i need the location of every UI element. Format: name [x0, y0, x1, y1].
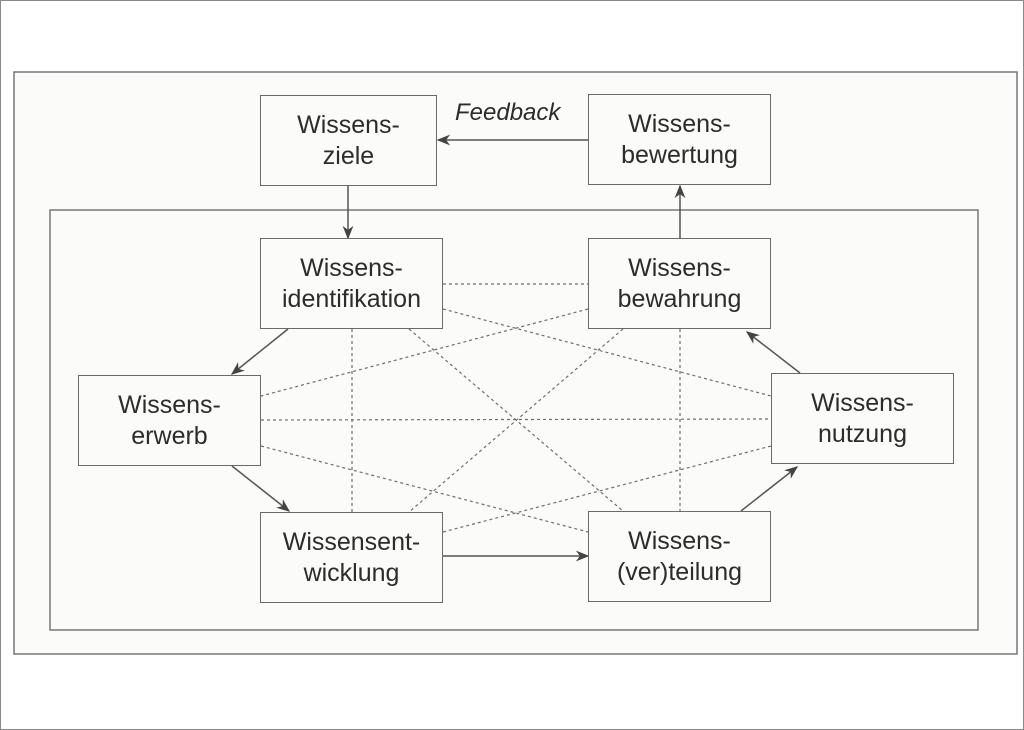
arrow-erwerb-to-entwicklung: [231, 465, 291, 512]
inner-frame: [49, 209, 979, 631]
solid-arrows: [230, 134, 801, 562]
dashed-link-entwicklung-to-nutzung: [442, 445, 772, 533]
node-label-line1: Wissensent-: [282, 527, 421, 556]
node-label-line2: (ver)teilung: [616, 557, 743, 586]
node-wissensnutzung[interactable]: Wissens- nutzung: [771, 373, 954, 464]
arrow-verteilung-to-nutzung: [740, 466, 799, 512]
dashed-link-bewahrung-to-erwerb: [260, 308, 589, 397]
node-label-line1: Wissens-: [628, 253, 731, 282]
dashed-link-erwerb-to-verteilung: [260, 445, 589, 533]
node-label-line2: bewahrung: [617, 284, 742, 313]
node-label-line1: Wissens-: [628, 109, 731, 138]
scanned-figure-background: [14, 71, 1017, 654]
node-label-line2: bewertung: [621, 140, 738, 169]
node-label-line1: Wissens-: [118, 390, 221, 419]
node-label-line2: ziele: [322, 141, 375, 170]
outer-frame: [13, 71, 1018, 655]
arrow-nutzung-to-bewahrung: [745, 331, 801, 374]
node-label-line2: identifikation: [282, 284, 421, 313]
feedback-label: Feedback: [455, 99, 561, 126]
node-wissensbewahrung[interactable]: Wissens- bewahrung: [588, 238, 771, 329]
node-wissensverteilung[interactable]: Wissens- (ver)teilung: [588, 511, 771, 602]
node-wissensentwicklung[interactable]: Wissensent- wicklung: [260, 512, 443, 603]
node-wissensziele[interactable]: Wissens- ziele: [260, 95, 437, 186]
node-wissensidentifikation[interactable]: Wissens- identifikation: [260, 238, 443, 329]
node-label-line2: nutzung: [818, 419, 907, 448]
dashed-link-identifikation-to-nutzung: [442, 308, 772, 397]
node-label-line1: Wissens-: [300, 253, 403, 282]
node-label-line1: Wissens-: [297, 110, 400, 139]
dashed-connections: [260, 283, 772, 533]
dashed-link-bewahrung-to-entwicklung: [408, 328, 624, 513]
node-label-line2: erwerb: [131, 421, 208, 450]
arrow-identifikation-to-erwerb: [230, 328, 289, 375]
node-label-line1: Wissens-: [628, 526, 731, 555]
node-label-line1: Wissens-: [811, 388, 914, 417]
dashed-link-erwerb-to-nutzung: [260, 418, 772, 421]
node-wissensbewertung[interactable]: Wissens- bewertung: [588, 94, 771, 185]
node-wissenserwerb[interactable]: Wissens- erwerb: [78, 375, 261, 466]
node-label-line2: wicklung: [303, 558, 400, 587]
